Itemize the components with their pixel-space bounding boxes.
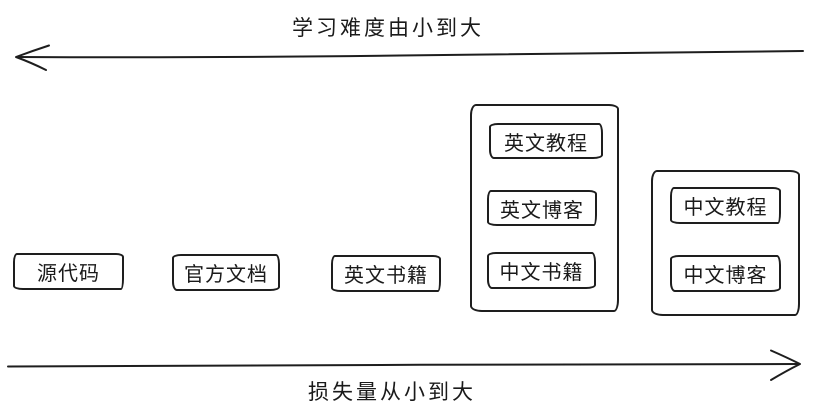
node-chinese-tutorials: 中文教程: [670, 187, 781, 224]
node-english-blogs: 英文博客: [487, 190, 597, 226]
node-official-docs: 官方文档: [172, 254, 280, 291]
node-chinese-books: 中文书籍: [487, 252, 596, 289]
node-english-tutorials: 英文教程: [489, 123, 603, 159]
node-label: 英文教程: [504, 132, 588, 155]
node-label: 英文博客: [500, 199, 584, 222]
node-label: 中文书籍: [499, 262, 584, 284]
group-chinese-resources: [651, 170, 800, 316]
node-label: 英文书籍: [344, 265, 428, 287]
node-label: 中文博客: [683, 265, 768, 287]
node-label: 官方文档: [184, 264, 268, 286]
left-arrow-icon: [15, 44, 804, 71]
node-english-books: 英文书籍: [331, 255, 441, 292]
node-chinese-blogs: 中文博客: [670, 255, 781, 292]
node-label: 中文教程: [683, 197, 768, 219]
node-source-code: 源代码: [13, 253, 124, 290]
node-label: 源代码: [37, 263, 100, 285]
group-english-resources: [470, 104, 619, 312]
top-axis-label: 学习难度由小到大: [292, 17, 484, 40]
bottom-axis-label: 损失量从小到大: [308, 381, 476, 404]
